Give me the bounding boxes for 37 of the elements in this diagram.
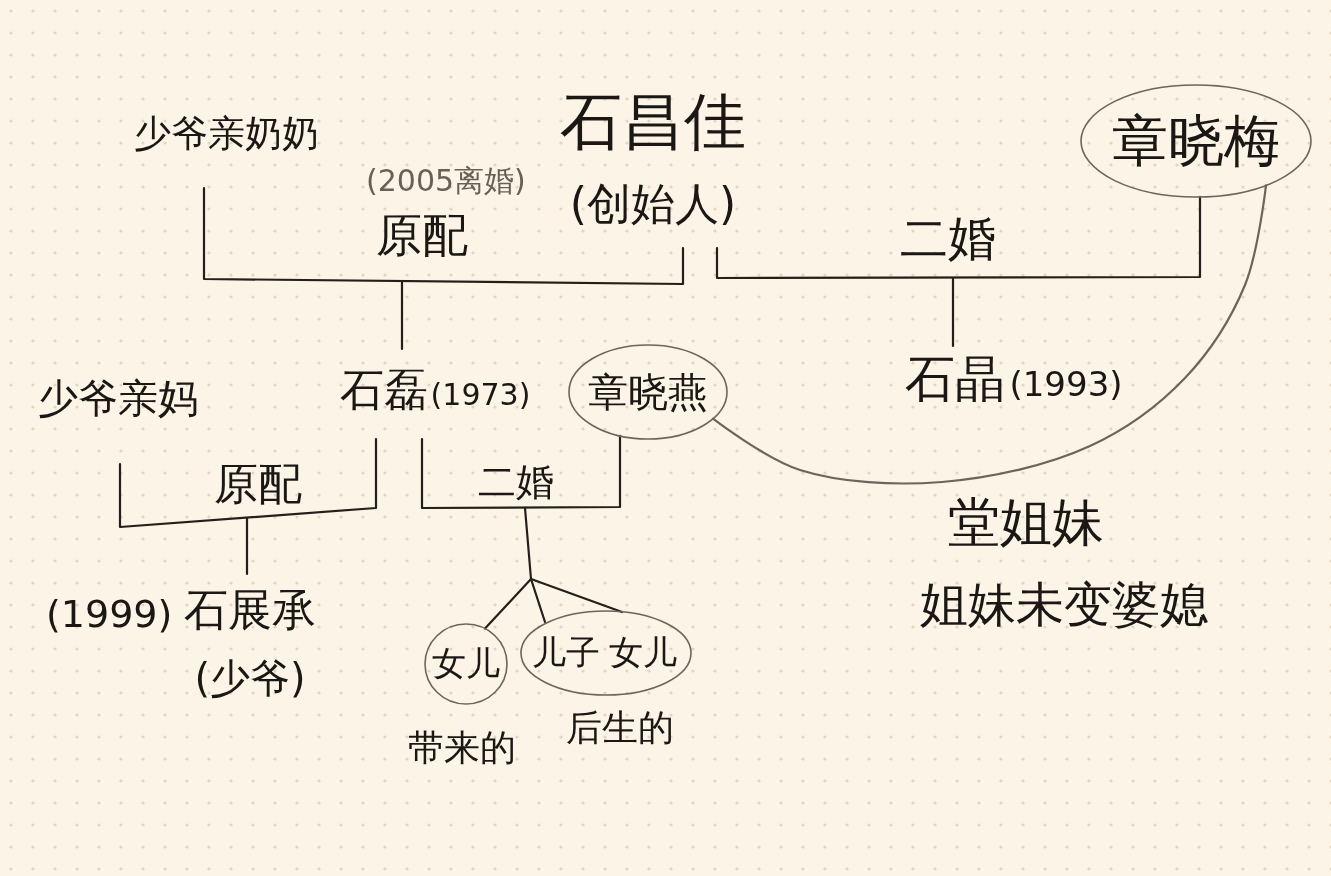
person-name: 章晓燕 [588,370,708,414]
curved-connector [711,184,1268,485]
note-text: 姐妹未变婆媳 [920,578,1208,631]
bracket-connector [202,186,685,286]
person-name: 少爷亲妈 [38,376,198,420]
branch-line [483,577,533,630]
branch-line [529,577,547,624]
note-text: 堂姐妹 [948,494,1104,552]
person-name: 章晓梅 [1112,110,1280,172]
person-name: 儿子 [532,634,600,672]
birth-year: (1993) [1009,366,1123,404]
person-name: 石磊 [339,366,428,415]
caption-text: 后生的 [566,708,674,748]
person-name: 女儿 [432,645,500,683]
edge-label: 原配 [376,210,468,261]
birth-year: (1973) [430,378,531,411]
bracket-connector [715,195,1202,280]
role-note: (创始人) [569,180,737,229]
caption-text: 带来的 [408,728,516,768]
branch-line [529,577,624,614]
descent-line [951,276,955,348]
bracket-connector [420,434,622,510]
descent-line [245,516,249,576]
person-name: 石晶 [905,352,1006,407]
person-name: 石昌佳 [560,88,746,157]
person-name: 石展承 [184,586,316,635]
descent-line [400,280,404,351]
bracket-connector [118,437,378,529]
edge-label: 原配 [214,460,302,509]
nickname-note: (少爷) [194,656,306,701]
birth-year: (1999) [46,594,173,636]
divorce-note: (2005离婚) [366,164,526,197]
edge-label: 二婚 [900,212,996,265]
person-name: 少爷亲奶奶 [133,114,319,155]
person-name: 女儿 [609,634,677,672]
descent-line [523,506,533,581]
edge-label: 二婚 [478,462,554,504]
